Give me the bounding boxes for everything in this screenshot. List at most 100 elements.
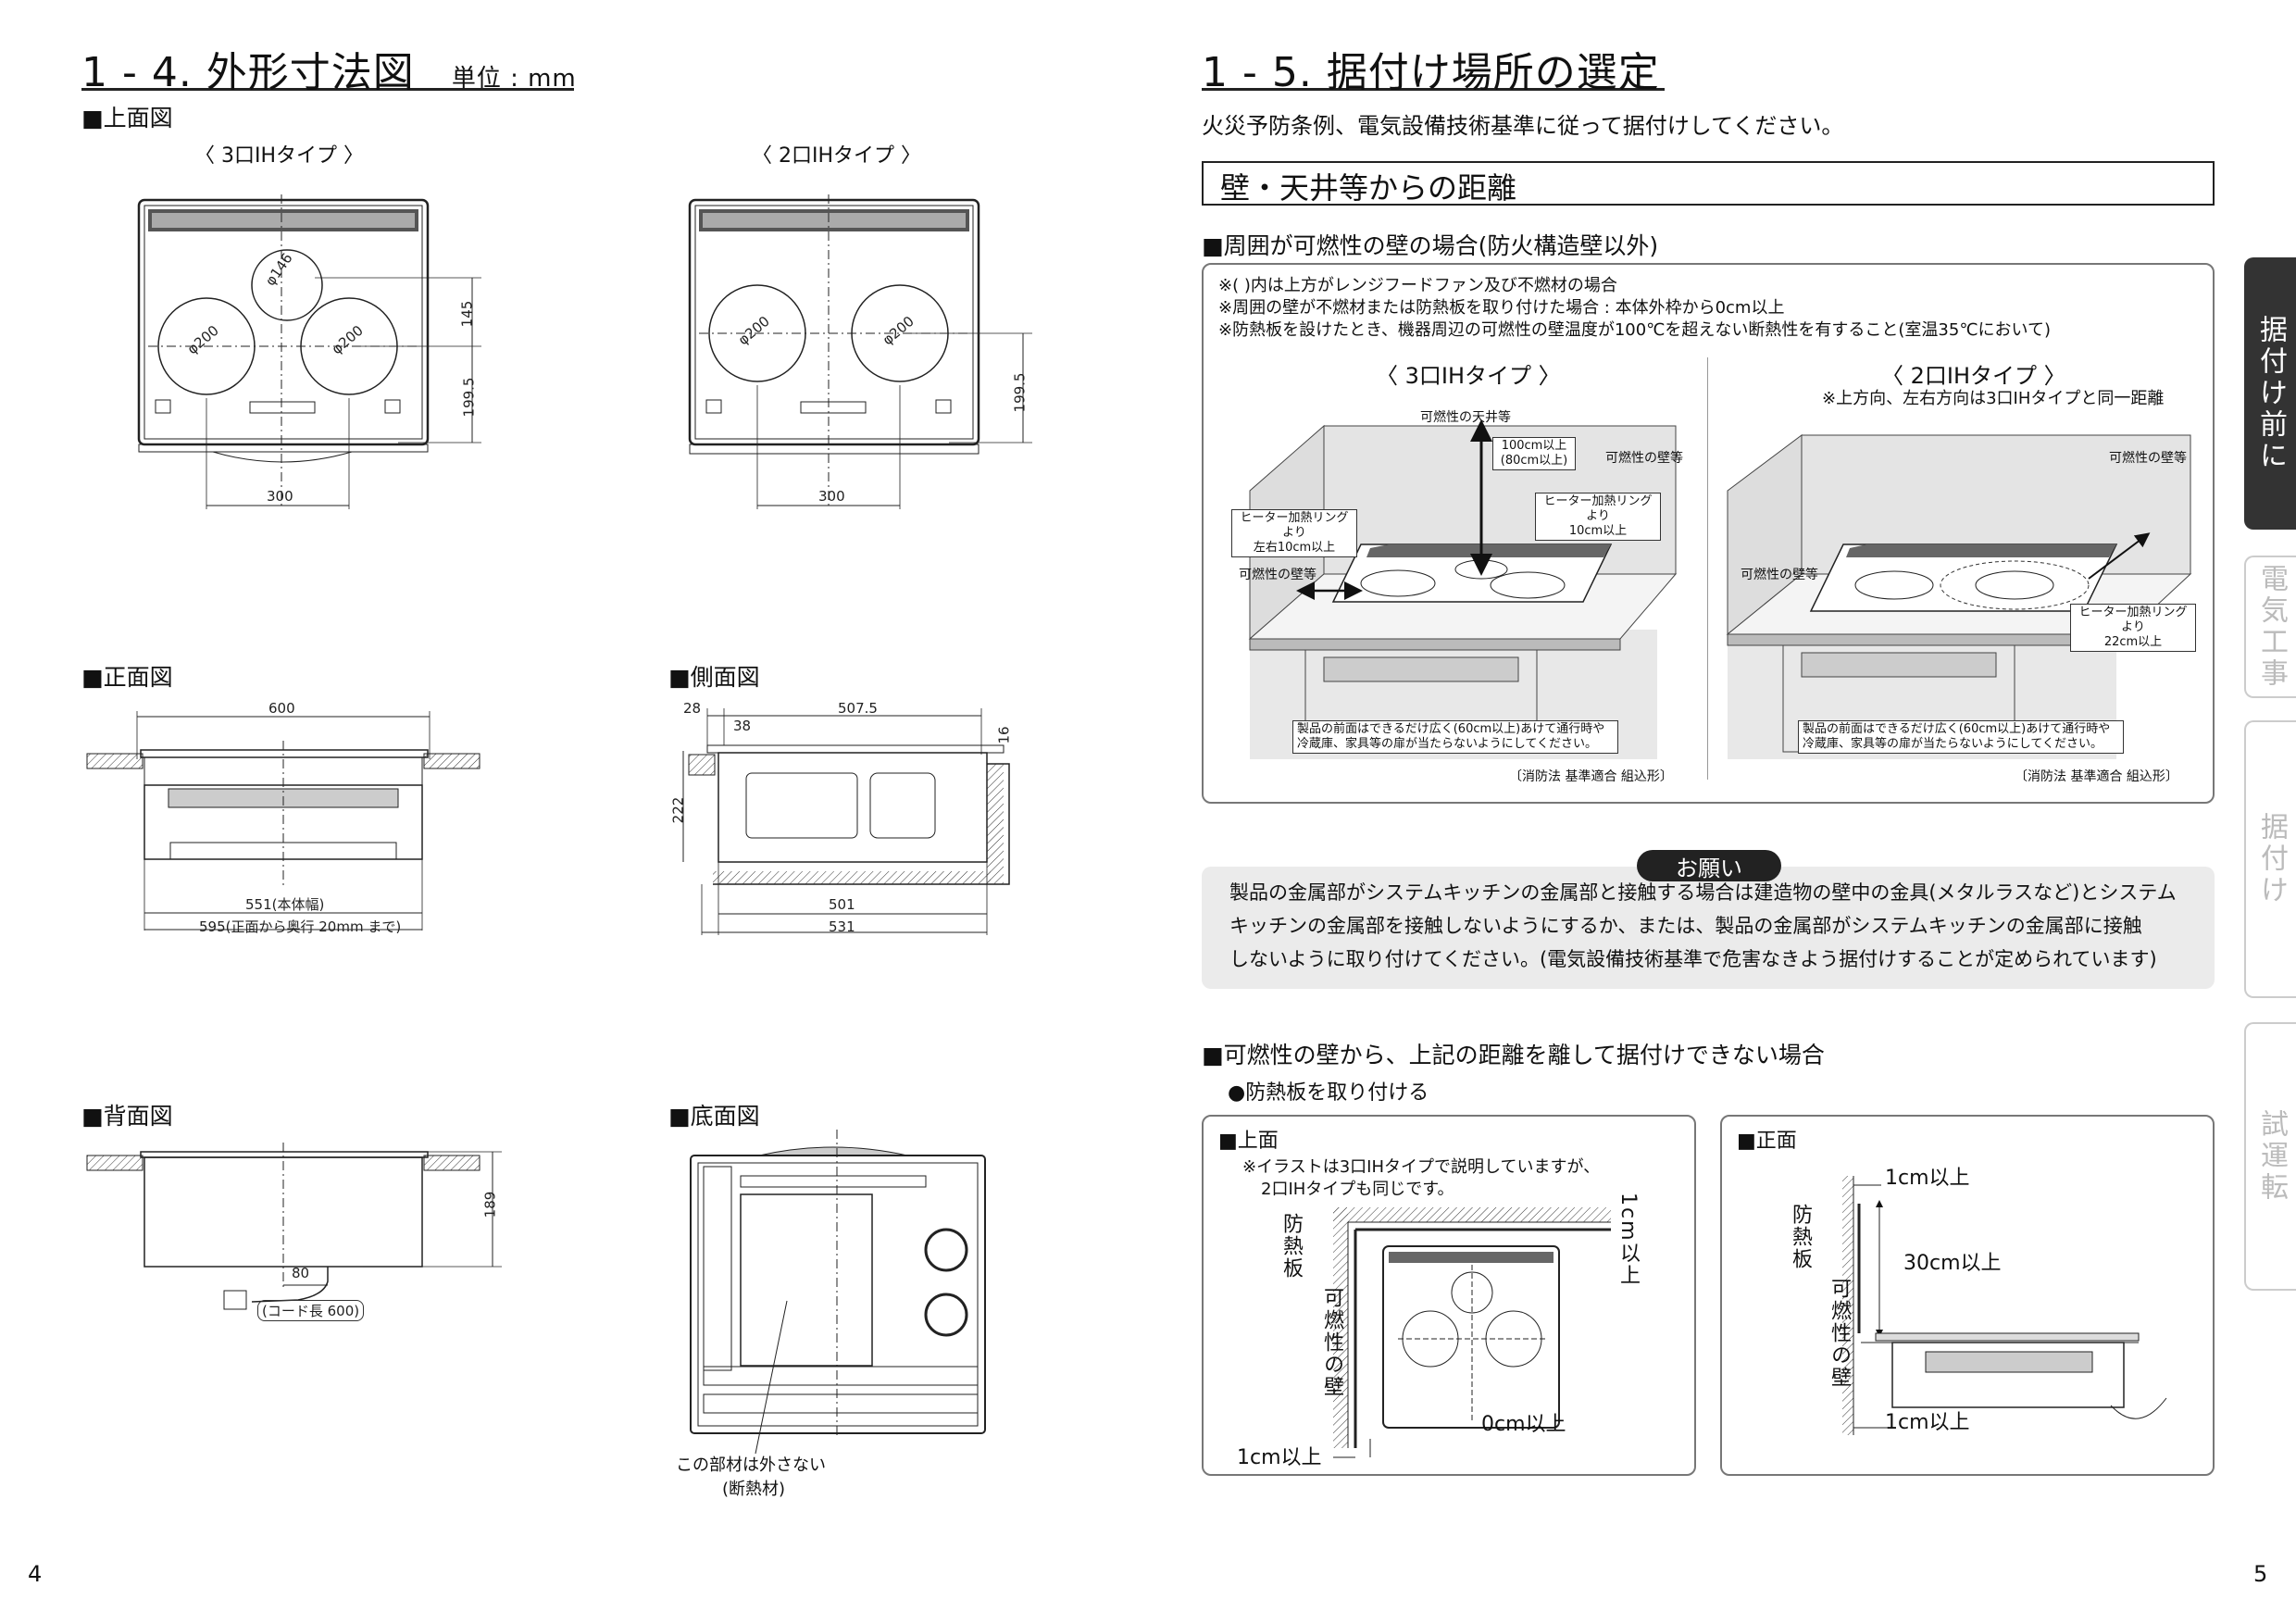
top-view-3-diagram <box>137 194 481 509</box>
ill2-ring-1: ヒーター加熱リングより <box>2078 606 2188 634</box>
tab-install[interactable]: 据付け <box>2244 720 2296 998</box>
bottom-view-diagram <box>690 1130 986 1455</box>
dim-501: 501 <box>829 896 855 913</box>
onegai-line-1: 製品の金属部がシステムキッチンの金属部と接触する場合は建造物の壁中の金具(メタル… <box>1229 881 2177 904</box>
ill3-ceiling-label: 可燃性の天井等 <box>1420 410 1511 425</box>
ill3-wall-left: 可燃性の壁等 <box>1239 568 1316 582</box>
dim2-199-5: 199.5 <box>1011 372 1029 413</box>
panel-divider <box>1707 357 1708 780</box>
back-view-diagram <box>86 1143 502 1310</box>
dim-595: 595(正面から奥行 20mm まで) <box>199 918 402 935</box>
front-cm30-label: 30cm以上 <box>1903 1252 2002 1275</box>
ill3-front-1: 製品の前面はできるだけ広く(60cm以上)あけて通行時や <box>1297 722 1605 736</box>
ill3-ring-side-1: ヒーター加熱リングより <box>1240 511 1349 540</box>
front-view-heading: ■正面図 <box>81 664 173 691</box>
side-view-heading: ■側面図 <box>668 664 760 691</box>
type2-caption: 〈 2口IHタイプ 〉 <box>752 144 922 168</box>
dim-551: 551(本体幅) <box>245 896 325 913</box>
distance-heading-text: 壁・天井等からの距離 <box>1220 170 1517 206</box>
left-page-title: 1 - 4. 外形寸法図 単位 : mm <box>81 39 577 96</box>
note-line-1: ※( )内は上方がレンジフードファン及び不燃材の場合 <box>1218 276 1617 295</box>
left-title-text: 1 - 4. 外形寸法図 <box>81 49 415 96</box>
note-line-2: ※周囲の壁が不燃材または防熱板を取り付けた場合 : 本体外枠から0cm以上 <box>1218 298 1785 318</box>
ill3-ring-side-2: 左右10cm以上 <box>1253 541 1336 555</box>
ill3-ring-side: ヒーター加熱リングより 左右10cm以上 <box>1231 509 1357 557</box>
dim-222: 222 <box>669 796 687 824</box>
page-number-left: 4 <box>28 1561 43 1587</box>
top-view-2-diagram <box>688 194 1032 509</box>
tab-test-run[interactable]: 試運転 <box>2244 1022 2296 1291</box>
top-install-title: ■上面 <box>1218 1130 1279 1153</box>
front-install-diagram <box>1842 1176 2167 1435</box>
front-cm1-bottom-label: 1cm以上 <box>1885 1411 1970 1434</box>
front-cm1-top-label: 1cm以上 <box>1885 1167 1970 1190</box>
ill3-ring-back-2: 10cm以上 <box>1568 524 1628 538</box>
ill3-ring-back: ヒーター加熱リングより 10cm以上 <box>1535 493 1661 541</box>
onegai-line-2: キッチンの金属部を接触しないようにするか、または、製品の金属部がシステムキッチン… <box>1229 915 2142 937</box>
front-heat-plate-label: 防熱板 <box>1789 1204 1812 1270</box>
ill3-up-distance: 100cm以上 (80cm以上) <box>1492 437 1576 470</box>
dim-507-5: 507.5 <box>838 700 878 717</box>
front-view-diagram <box>86 711 480 931</box>
intro-text: 火災予防条例、電気設備技術基準に従って据付けしてください。 <box>1202 113 1844 139</box>
ill2-ring-2: 22cm以上 <box>2103 635 2163 649</box>
ill2-wall-right: 可燃性の壁等 <box>2109 451 2187 466</box>
dim-28: 28 <box>683 700 702 717</box>
top-install-note-2: 2口IHタイプも同じです。 <box>1261 1180 1454 1199</box>
page-number-right: 5 <box>2253 1561 2268 1587</box>
ill3-law: 〔消防法 基準適合 組込形〕 <box>1509 769 1673 784</box>
front-comb-wall-label: 可燃性の壁 <box>1828 1278 1851 1389</box>
back-view-heading: ■背面図 <box>81 1103 173 1130</box>
onegai-badge: お願い <box>1637 850 1781 881</box>
cannot-install-heading: ■可燃性の壁から、上記の距離を離して据付けできない場合 <box>1202 1042 1825 1068</box>
top-install-note-1: ※イラストは3口IHタイプで説明していますが、 <box>1242 1157 1601 1177</box>
distance-panel <box>1202 263 2215 804</box>
dim-300: 300 <box>267 488 293 505</box>
front-install-panel <box>1720 1115 2215 1476</box>
top-cm1-label: 1cm以上 <box>1616 1193 1640 1287</box>
type2-same-note: ※上方向、左右方向は3口IHタイプと同一距離 <box>1822 389 2165 408</box>
ill3-up-1: 100cm以上 <box>1501 439 1567 453</box>
top-cm0-label: 0cm以上 <box>1481 1413 1566 1436</box>
ill3-front-2: 冷蔵庫、家具等の扉が当たらないようにしてください。 <box>1297 737 1597 751</box>
bottom-view-heading: ■底面図 <box>668 1103 760 1130</box>
ill2-front-note: 製品の前面はできるだけ広く(60cm以上)あけて通行時や 冷蔵庫、家具等の扉が当… <box>1798 720 2124 754</box>
onegai-line-3: しないように取り付けてください。(電気設備技術基準で危害なきよう据付けすることが… <box>1229 948 2157 970</box>
dim-145: 145 <box>458 300 476 328</box>
dim-80: 80 <box>292 1265 310 1281</box>
onegai-note: 製品の金属部がシステムキッチンの金属部と接触する場合は建造物の壁中の金具(メタル… <box>1202 867 2215 989</box>
front-install-title: ■正面 <box>1737 1130 1797 1153</box>
tab-electrical-work[interactable]: 電気工事 <box>2244 556 2296 698</box>
panel-type3-caption: 〈 3口IHタイプ 〉 <box>1376 363 1561 389</box>
install-illustration-2 <box>1726 434 2192 759</box>
distance-heading-box: 壁・天井等からの距離 <box>1202 161 2215 206</box>
ill3-up-2: (80cm以上) <box>1500 454 1568 468</box>
dim2-300: 300 <box>818 488 845 505</box>
dim-199-5: 199.5 <box>460 377 478 418</box>
dim-cord: (コード長 600) <box>257 1300 365 1321</box>
ill2-front-2: 冷蔵庫、家具等の扉が当たらないようにしてください。 <box>1803 737 2103 751</box>
dim-600: 600 <box>268 700 295 717</box>
ill2-law: 〔消防法 基準適合 組込形〕 <box>2015 769 2178 784</box>
ill3-ring-back-1: ヒーター加熱リングより <box>1543 494 1653 523</box>
unit-label: 単位 : mm <box>451 65 577 93</box>
top-comb-wall-label: 可燃性の壁 <box>1320 1287 1343 1398</box>
dim-189: 189 <box>481 1191 499 1218</box>
top-install-panel <box>1202 1115 1696 1476</box>
top-view-heading: ■上面図 <box>81 105 173 131</box>
ill2-ring: ヒーター加熱リングより 22cm以上 <box>2070 604 2196 652</box>
bottom-note-2: (断熱材) <box>722 1480 786 1499</box>
tab-before-install[interactable]: 据付け前に <box>2244 257 2296 530</box>
ill2-front-1: 製品の前面はできるだけ広く(60cm以上)あけて通行時や <box>1803 722 2111 736</box>
dim-38: 38 <box>733 718 752 734</box>
panel-type2-caption: 〈 2口IHタイプ 〉 <box>1881 363 2066 389</box>
type3-caption: 〈 3口IHタイプ 〉 <box>194 144 365 168</box>
ill3-wall-right: 可燃性の壁等 <box>1605 451 1683 466</box>
bottom-note-1: この部材は外さない <box>676 1455 826 1475</box>
top-cm1-bottom-label: 1cm以上 <box>1237 1446 1322 1469</box>
side-view-diagram <box>682 708 1010 935</box>
top-heat-plate-label: 防熱板 <box>1279 1213 1303 1280</box>
right-page-title: 1 - 5. 据付け場所の選定 <box>1202 39 1665 96</box>
dim-531: 531 <box>829 918 855 935</box>
top-install-diagram <box>1333 1207 1611 1458</box>
